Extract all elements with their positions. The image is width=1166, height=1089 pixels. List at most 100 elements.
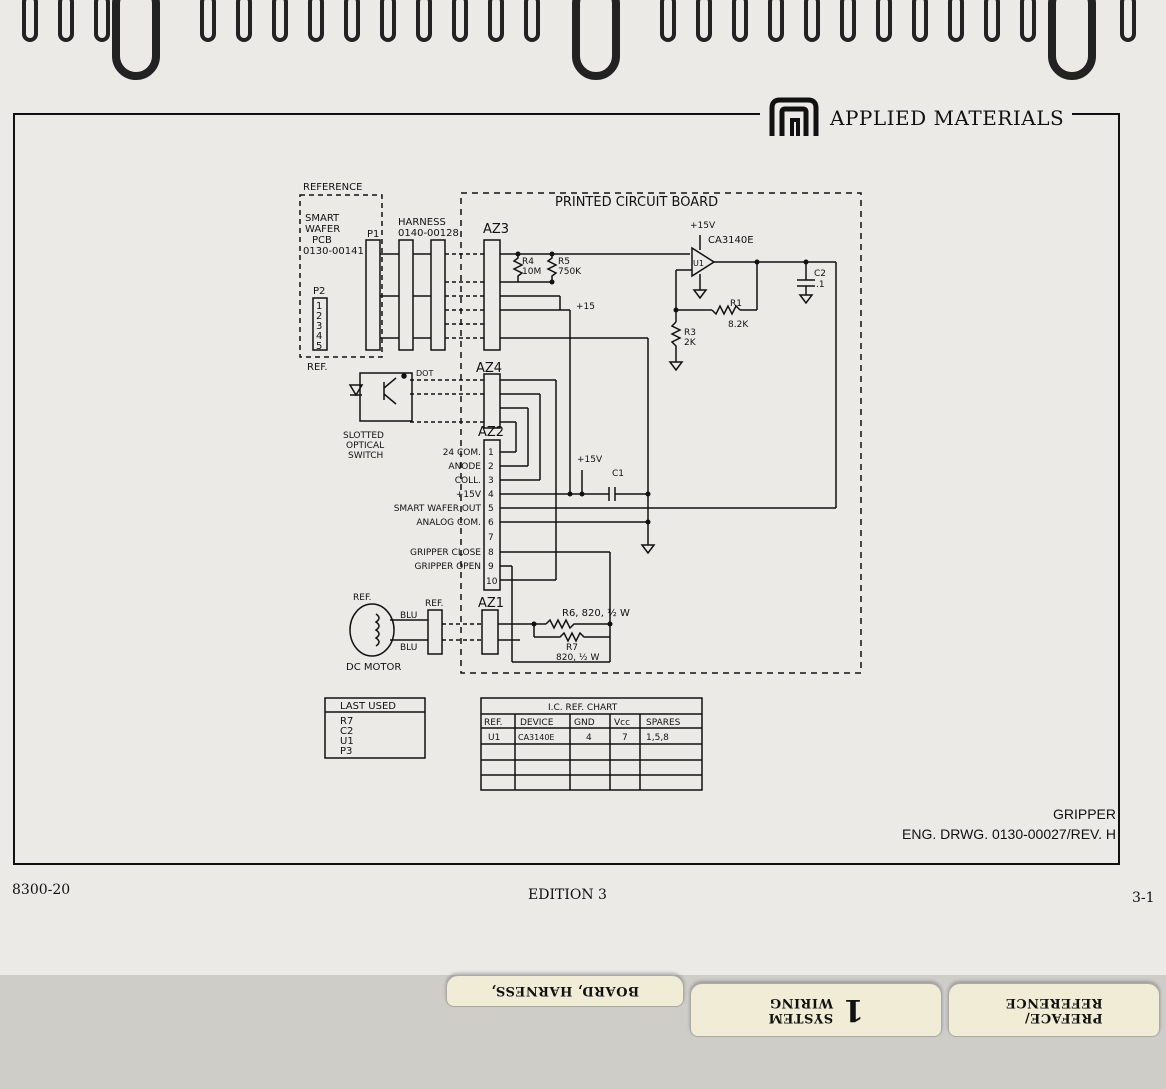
- az2-pin-label-6: ANALOG COM.: [416, 518, 481, 528]
- last-used-item: R7: [340, 716, 353, 727]
- last-used-title: LAST USED: [340, 701, 396, 712]
- ic-chart-cell-device: CA3140E: [518, 733, 554, 742]
- binding-ring: [272, 0, 288, 42]
- r4-value: 10M: [522, 267, 541, 277]
- ic-chart-header-spares: SPARES: [646, 718, 681, 728]
- reference-box: [299, 194, 383, 358]
- az2-pin-6: 6: [488, 518, 494, 528]
- binder-tabs-area: BOARD, HARNESS, 1 SYSTEM WIRING PREFACE/…: [0, 975, 1166, 1089]
- binding-ring: [452, 0, 468, 42]
- tab-label: SYSTEM WIRING: [768, 995, 833, 1025]
- az2-pin-5: 5: [488, 504, 494, 514]
- tab-board-harness[interactable]: BOARD, HARNESS,: [446, 975, 684, 1007]
- brand-header: APPLIED MATERIALS: [760, 92, 1073, 144]
- switch-label-2: OPTICAL: [346, 441, 384, 451]
- c2-value: .1: [816, 280, 825, 290]
- binding-ring: [22, 0, 38, 42]
- drawing-title: GRIPPER: [1052, 806, 1116, 822]
- binding-ring-large: [1048, 0, 1096, 80]
- smart-wafer-line2: WAFER: [305, 224, 340, 235]
- tab-system-wiring[interactable]: 1 SYSTEM WIRING: [690, 983, 942, 1037]
- binding-ring: [732, 0, 748, 42]
- op-amp-supply-label: +15V: [690, 221, 716, 231]
- footer-doc-number: 8300-20: [12, 882, 71, 898]
- az2-pin-label-4: +15V: [456, 490, 482, 500]
- pcb-dashed-box: [460, 192, 862, 674]
- manual-page: APPLIED MATERIALS: [0, 0, 1166, 975]
- az2-pin-7: 7: [488, 533, 494, 543]
- binding-ring: [1020, 0, 1036, 42]
- pcb-title: PRINTED CIRCUIT BOARD: [555, 195, 718, 210]
- motor-wire-blu-2: BLU: [400, 643, 417, 653]
- p2-pin-1: 1: [316, 301, 322, 312]
- tab-label: BOARD, HARNESS,: [490, 983, 640, 999]
- ic-chart-title: I.C. REF. CHART: [548, 703, 618, 713]
- az2-pin-label-2: ANODE: [448, 462, 481, 472]
- az2-pin-label-1: 24 COM.: [443, 448, 481, 458]
- r3-value: 2K: [684, 338, 697, 348]
- p2-connector: [312, 297, 328, 351]
- dot-label: DOT: [416, 369, 433, 378]
- az2-pin-9: 9: [488, 562, 494, 572]
- op-amp-part-label: CA3140E: [708, 235, 754, 246]
- harness-label: HARNESS: [398, 217, 446, 228]
- drawing-title-block: GRIPPER ENG. DRWG. 0130-00027/REV. H: [902, 804, 1116, 844]
- c2-label: C2: [814, 269, 826, 279]
- binding-ring: [488, 0, 504, 42]
- footer-page-number: 3-1: [1132, 890, 1155, 906]
- binding-ring: [380, 0, 396, 42]
- ic-chart-cell-ref: U1: [488, 733, 500, 743]
- reference-label: REFERENCE: [303, 182, 362, 193]
- u1-label: U1: [693, 259, 704, 268]
- switch-label-1: SLOTTED: [343, 431, 384, 441]
- plus15-label: +15: [576, 302, 595, 312]
- binding-ring-large: [572, 0, 620, 80]
- binding-ring: [696, 0, 712, 42]
- tab-label-line1: SYSTEM: [768, 1010, 834, 1025]
- r1-value: 8.2K: [728, 320, 749, 330]
- az2-pin-3: 3: [488, 476, 494, 486]
- az2-pin-2: 2: [488, 462, 494, 472]
- p2-pin-4: 4: [316, 331, 322, 342]
- ic-chart-cell-gnd: 4: [586, 733, 592, 743]
- motor-ref-connector: [427, 609, 443, 655]
- binding-ring: [94, 0, 110, 42]
- applied-materials-logo-icon: [769, 97, 819, 136]
- az2-pin-label-9: GRIPPER OPEN: [415, 562, 481, 572]
- binding-ring: [660, 0, 676, 42]
- tab-label-line2: WIRING: [769, 995, 834, 1010]
- tab-label-line2: REFERENCE: [1005, 995, 1103, 1010]
- az2-label: AZ2: [478, 425, 504, 440]
- ic-chart-cell-spares: 1,5,8: [646, 733, 669, 743]
- tab-label: PREFACE/ REFERENCE: [1005, 995, 1102, 1025]
- ic-chart-header-gnd: GND: [574, 718, 595, 728]
- ref-label: REF.: [307, 362, 328, 373]
- binding-ring: [948, 0, 964, 42]
- dc-motor-label: DC MOTOR: [346, 662, 401, 673]
- r7-value: 820, ½ W: [556, 653, 599, 663]
- az2-pin-8: 8: [488, 548, 494, 558]
- az1-connector: [481, 609, 499, 655]
- r1-label: R1: [730, 299, 742, 309]
- az2-pin-label-5: SMART WAFER OUT: [394, 504, 482, 514]
- r3-label: R3: [684, 328, 696, 338]
- az2-pin-label-3: COLL.: [455, 476, 481, 486]
- binding-ring: [416, 0, 432, 42]
- az4-connector: [483, 373, 501, 429]
- r5-value: 750K: [558, 267, 582, 277]
- slotted-optical-switch: [359, 372, 413, 422]
- tab-preface-reference[interactable]: PREFACE/ REFERENCE: [948, 983, 1160, 1037]
- r7-label: R7: [566, 643, 578, 653]
- last-used-item: C2: [340, 726, 353, 737]
- az3-label: AZ3: [483, 222, 509, 237]
- p1-connector: [365, 239, 381, 351]
- harness-connector-right: [430, 239, 446, 351]
- motor-connector-ref-label: REF.: [425, 599, 444, 609]
- tab-number: 1: [843, 992, 864, 1028]
- az3-connector: [483, 239, 501, 351]
- p2-pin-3: 3: [316, 321, 322, 332]
- p2-label: P2: [313, 286, 325, 297]
- binding-ring: [58, 0, 74, 42]
- binding-ring: [308, 0, 324, 42]
- az2-pin-4: 4: [488, 490, 494, 500]
